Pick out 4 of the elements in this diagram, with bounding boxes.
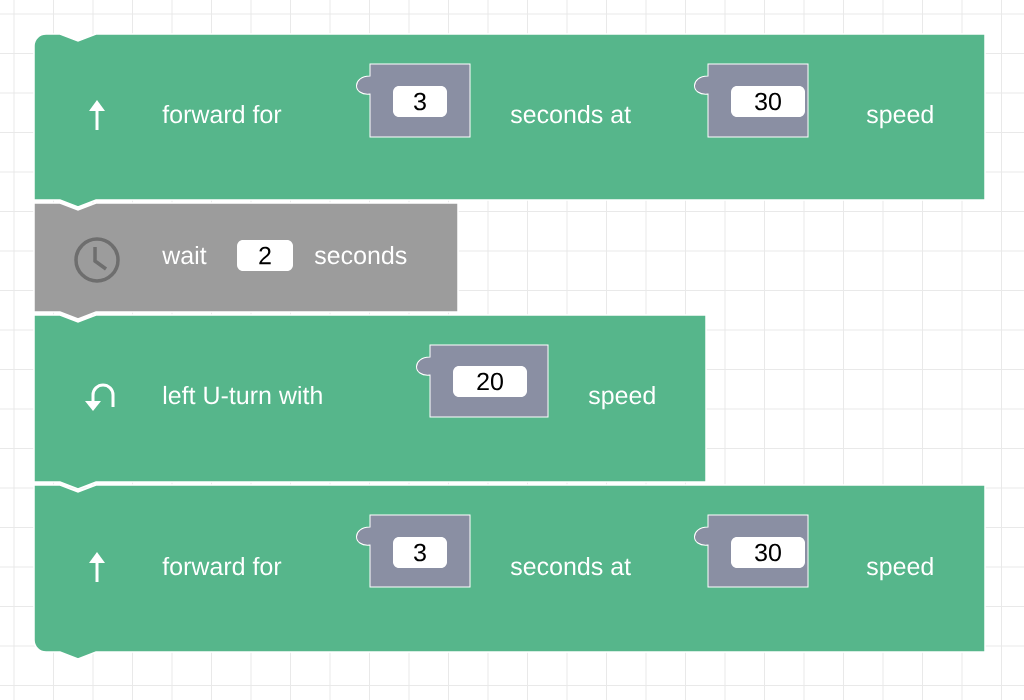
- number-input: 30: [694, 63, 809, 138]
- number-input: 3: [356, 63, 471, 138]
- number-input: 20: [416, 344, 549, 418]
- number-input: 2: [237, 240, 293, 271]
